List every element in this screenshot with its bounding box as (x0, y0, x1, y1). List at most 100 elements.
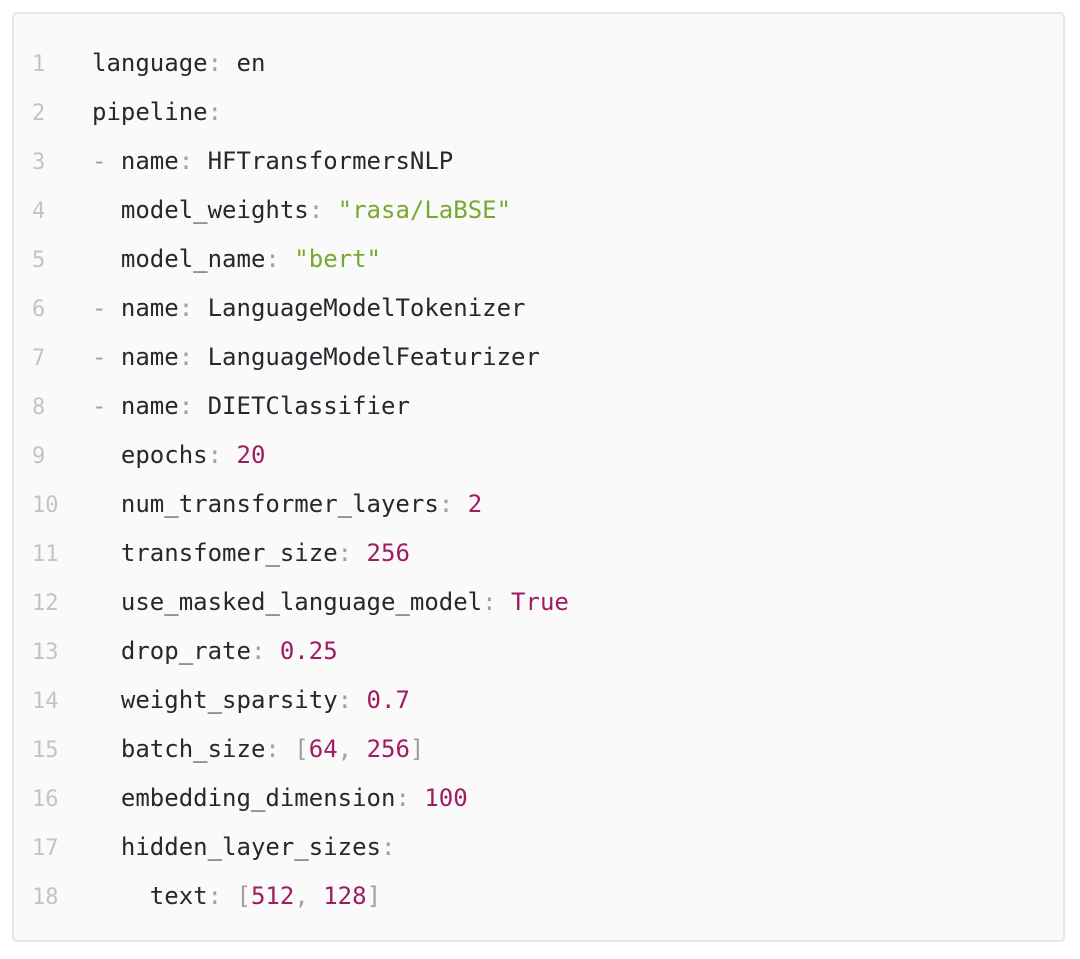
code-text: batch_size: [64, 256] (92, 725, 424, 774)
code-token: model_name (92, 245, 266, 273)
code-text: weight_sparsity: 0.7 (92, 676, 410, 725)
code-token: , (337, 735, 353, 763)
code-line: 15 batch_size: [64, 256] (32, 725, 1053, 774)
code-token (453, 490, 467, 518)
code-token: : (207, 441, 223, 469)
code-token (280, 735, 294, 763)
code-token: True (511, 588, 569, 616)
code-text: transfomer_size: 256 (92, 529, 410, 578)
code-token: : (337, 539, 353, 567)
code-token: epochs (92, 441, 208, 469)
code-token: 256 (366, 539, 410, 567)
line-number: 16 (32, 787, 59, 812)
code-token: transfomer_size (92, 539, 338, 567)
code-text: - name: HFTransformersNLP (92, 137, 453, 186)
code-token: : (178, 147, 194, 175)
code-line: 10 num_transformer_layers: 2 (32, 480, 1053, 529)
code-token: - (92, 147, 121, 175)
code-token (497, 588, 511, 616)
code-token: : (395, 784, 410, 812)
code-token: : (250, 637, 266, 665)
code-line: 6- name: LanguageModelTokenizer (32, 284, 1053, 333)
code-token: language (92, 49, 208, 77)
code-line: 16 embedding_dimension: 100 (32, 774, 1053, 823)
code-token (323, 196, 337, 224)
code-text: model_name: "bert" (92, 235, 381, 284)
code-token: 2 (467, 490, 483, 518)
code-token: : (265, 245, 280, 273)
code-token: : (265, 735, 280, 763)
code-token: LanguageModelTokenizer (193, 294, 526, 322)
code-text: hidden_layer_sizes: (92, 823, 396, 872)
code-token: en (222, 49, 266, 77)
code-token: pipeline (92, 98, 208, 126)
code-token (222, 882, 236, 910)
code-line: 7- name: LanguageModelFeaturizer (32, 333, 1053, 382)
code-token: drop_rate (92, 637, 251, 665)
code-token: model_weights (92, 196, 309, 224)
code-line: 17 hidden_layer_sizes: (32, 823, 1053, 872)
line-number: 6 (32, 297, 46, 322)
code-text: embedding_dimension: 100 (92, 774, 468, 823)
code-token: : (207, 49, 223, 77)
line-number: 17 (32, 836, 59, 861)
code-token: 256 (366, 735, 410, 763)
code-token: [ (294, 735, 309, 763)
code-token: : (482, 588, 497, 616)
code-token: ] (409, 735, 425, 763)
code-token: : (178, 343, 194, 371)
code-token: weight_sparsity (92, 686, 338, 714)
code-token: name (120, 147, 179, 175)
code-text: text: [512, 128] (92, 872, 381, 921)
code-token: : (207, 882, 223, 910)
line-number: 9 (32, 444, 46, 469)
code-token: , (294, 882, 309, 910)
code-token: 0.25 (279, 637, 338, 665)
line-number: 3 (32, 150, 46, 175)
line-number: 13 (32, 640, 59, 665)
code-line: 8- name: DIETClassifier (32, 382, 1053, 431)
line-number: 7 (32, 346, 46, 371)
code-token: : (438, 490, 454, 518)
line-number: 12 (32, 591, 59, 616)
code-token: HFTransformersNLP (193, 147, 454, 175)
code-token: : (207, 98, 223, 126)
code-token: : (178, 392, 194, 420)
line-number: 5 (32, 248, 46, 273)
code-token: 20 (236, 441, 266, 469)
code-line: 14 weight_sparsity: 0.7 (32, 676, 1053, 725)
line-number: 8 (32, 395, 46, 420)
code-line: 3 - name: HFTransformersNLP (32, 137, 1053, 186)
code-token: 0.7 (366, 686, 410, 714)
code-token: name (120, 294, 179, 322)
code-token: LanguageModelFeaturizer (193, 343, 540, 371)
code-token: : (337, 686, 353, 714)
code-token: 512 (250, 882, 295, 910)
code-token: : (178, 294, 194, 322)
line-number: 2 (32, 101, 46, 126)
line-number: 4 (32, 199, 46, 224)
code-text: model_weights: "rasa/LaBSE" (92, 186, 511, 235)
code-text: pipeline: (92, 88, 222, 137)
code-token: DIETClassifier (193, 392, 410, 420)
code-line: 2 pipeline: (32, 88, 1053, 137)
code-text: drop_rate: 0.25 (92, 627, 338, 676)
code-token: batch_size (92, 735, 266, 763)
code-token: - (92, 343, 121, 371)
code-line: 5 model_name: "bert" (32, 235, 1053, 284)
code-token (352, 686, 366, 714)
code-line: 12 use_masked_language_model: True (32, 578, 1053, 627)
code-token: 64 (308, 735, 338, 763)
code-token: - (92, 392, 121, 420)
code-token: "bert" (294, 245, 381, 273)
code-token: [ (236, 882, 251, 910)
code-token: 100 (424, 784, 468, 812)
line-number: 10 (32, 493, 59, 518)
code-token: : (308, 196, 324, 224)
code-line: 13 drop_rate: 0.25 (32, 627, 1053, 676)
code-token: : (380, 833, 396, 861)
line-number: 11 (32, 542, 59, 567)
